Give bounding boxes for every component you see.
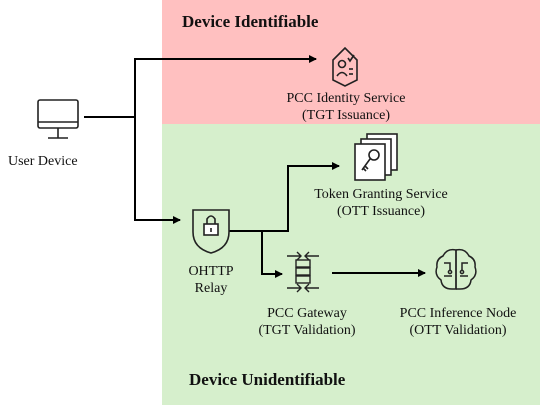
- id-badge-icon: [332, 46, 358, 87]
- arrow-user-to-relay: [134, 117, 181, 224]
- identity-service-label: PCC Identity Service (TGT Issuance): [258, 90, 434, 124]
- token-granting-label: Token Granting Service (OTT Issuance): [296, 186, 466, 220]
- ohttp-relay-name: OHTTP: [188, 264, 234, 279]
- gateway-name: PCC Gateway: [267, 306, 347, 321]
- device-unidentifiable-zone: [162, 124, 540, 405]
- inference-node-label: PCC Inference Node (OTT Validation): [378, 305, 538, 339]
- identity-service-name: PCC Identity Service: [286, 91, 406, 106]
- inference-node-role: (OTT Validation): [409, 323, 507, 338]
- device-identifiable-zone: [162, 0, 540, 124]
- inference-node-name: PCC Inference Node: [399, 306, 517, 321]
- key-documents-icon: [354, 133, 398, 181]
- ohttp-relay-label: OHTTP Relay: [176, 263, 246, 297]
- server-arrows-icon: [287, 251, 319, 293]
- identity-service-role: (TGT Issuance): [302, 108, 390, 123]
- arrow-user-to-identity: [84, 55, 317, 118]
- brain-circuit-icon: [435, 248, 477, 290]
- gateway-label: PCC Gateway (TGT Validation): [242, 305, 372, 339]
- connection-arrows: [84, 55, 426, 278]
- arrow-relay-to-gateway: [261, 231, 283, 278]
- device-unidentifiable-title: Device Unidentifiable: [189, 370, 346, 389]
- monitor-icon: [37, 99, 79, 139]
- token-granting-name: Token Granting Service: [314, 187, 448, 202]
- arrow-relay-to-token-service: [229, 162, 340, 232]
- token-granting-role: (OTT Issuance): [337, 204, 425, 219]
- ohttp-relay-role: Relay: [194, 281, 228, 296]
- shield-lock-icon: [192, 209, 230, 254]
- user-device-label: User Device: [8, 154, 78, 169]
- device-identifiable-title: Device Identifiable: [182, 12, 319, 31]
- gateway-role: (TGT Validation): [258, 323, 356, 338]
